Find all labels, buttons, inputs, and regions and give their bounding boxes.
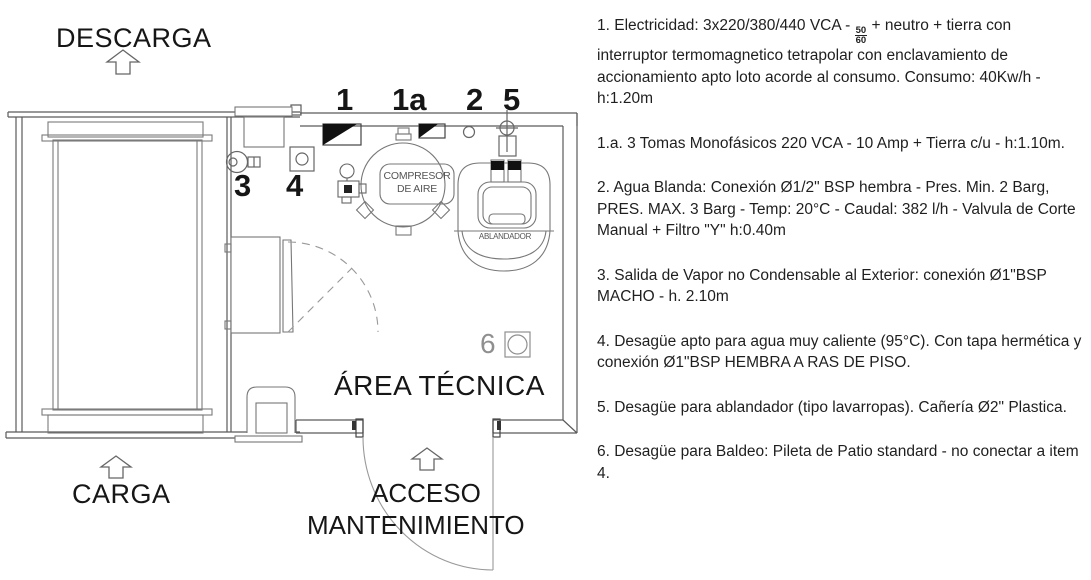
outlet-marker (418, 123, 446, 139)
compressor-label: COMPRESOR DE AIRE (380, 170, 454, 196)
marker-label-3: 3 (234, 168, 252, 203)
hot-drain-symbol (289, 146, 315, 172)
note-tomas-monofasicos: 1.a. 3 Tomas Monofásicos 220 VCA - 10 Am… (597, 134, 1065, 152)
zone-label-area-tecnica: ÁREA TÉCNICA (334, 370, 545, 401)
electrical-marker (322, 123, 362, 146)
steam-outlet-symbol (225, 150, 261, 174)
pedestal-box (234, 386, 303, 443)
floor-drain-symbol (504, 331, 531, 358)
marker-label-1: 1 (336, 82, 354, 117)
zone-label-descarga: DESCARGA (56, 23, 212, 53)
frequency-denominator: 60 (855, 35, 867, 46)
autoclave-door-swing (287, 241, 379, 333)
marker-label-4: 4 (286, 168, 304, 203)
wall-box (234, 106, 293, 148)
compressor-label-line1: COMPRESOR (383, 170, 451, 182)
note-agua-blanda: 2. Agua Blanda: Conexión Ø1/2" BSP hembr… (597, 179, 1076, 239)
zone-label-mantenimiento: MANTENIMIENTO (307, 510, 525, 540)
water-inlet-marker (462, 125, 476, 139)
floor-plan-drawing (5, 49, 578, 571)
marker-label-5: 5 (503, 82, 521, 117)
note-desague-baldeo: 6. Desagüe para Baldeo: Pileta de Patio … (597, 443, 1079, 482)
note-electricidad-prefix: 1. Electricidad: 3x220/380/440 VCA - (597, 17, 855, 34)
marker-label-1a: 1a (392, 82, 427, 117)
marker-label-2: 2 (466, 82, 484, 117)
air-compressor (355, 127, 455, 236)
autoclave (41, 121, 213, 434)
note-desague-caliente: 4. Desagüe apto para agua muy caliente (… (597, 332, 1082, 372)
carga-arrow-icon (99, 455, 133, 479)
autoclave-door (224, 236, 294, 334)
softener-connectors (490, 159, 522, 183)
note-desague-ablandador: 5. Desagüe para ablandador (tipo lavarro… (597, 398, 1067, 416)
valve-symbol (337, 163, 367, 204)
softener-label: ABLANDADOR (478, 232, 532, 241)
zone-label-carga: CARGA (72, 479, 171, 509)
zone-label-acceso: ACCESO (371, 478, 481, 508)
water-softener (454, 159, 554, 272)
acceso-arrow-icon (410, 447, 444, 471)
softener-drain-symbol (496, 110, 518, 157)
maintenance-door (362, 436, 494, 571)
frequency-numerator: 50 (854, 25, 868, 36)
compressor-label-line2: DE AIRE (396, 183, 438, 195)
descarga-arrow-icon (105, 49, 141, 75)
door-jambs (352, 418, 501, 438)
note-salida-vapor: 3. Salida de Vapor no Condensable al Ext… (597, 266, 1047, 306)
floor-plan: DESCARGA CARGA ACCESO MANTENIMIENTO ÁREA… (5, 23, 578, 571)
marker-label-6: 6 (480, 328, 496, 359)
note-electricidad-suffix: + neutro + tierra con interruptor termom… (597, 17, 1041, 107)
